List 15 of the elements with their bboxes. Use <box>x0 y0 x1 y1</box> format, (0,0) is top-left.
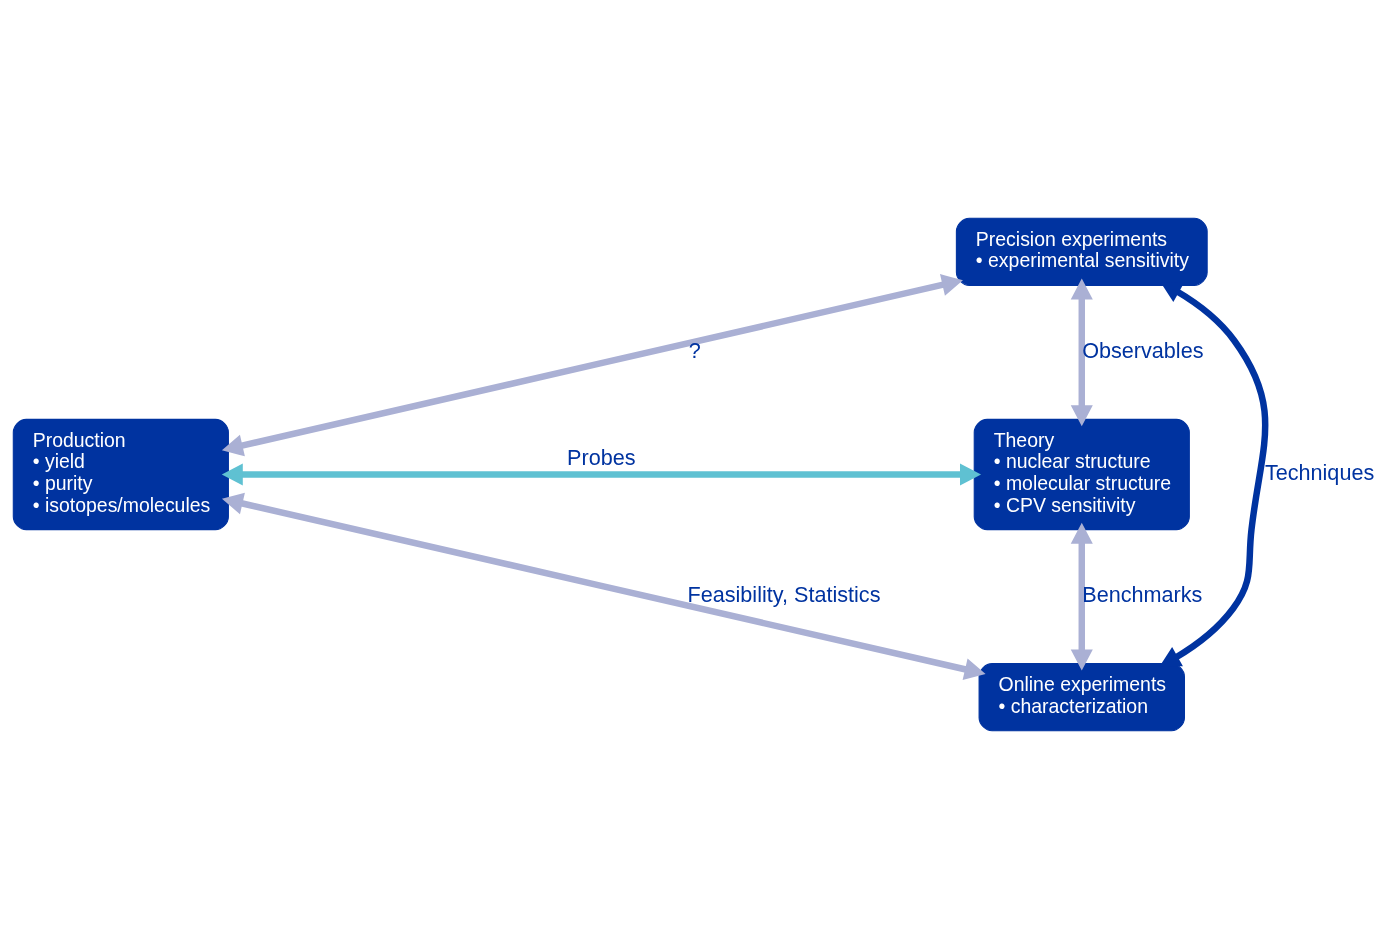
arrow <box>1070 278 1093 427</box>
arrow <box>1070 522 1093 671</box>
edge-label: Techniques <box>1264 459 1375 485</box>
node-box: Online experiments • characterization <box>978 663 1185 732</box>
node-box: Precision experiments • experimental sensitivity <box>955 217 1208 286</box>
edge-label: Probes <box>567 444 636 470</box>
arrow <box>221 463 982 486</box>
edge-label: ? <box>688 337 701 363</box>
edge-label: Feasibility, Statistics <box>687 582 881 608</box>
arrow <box>221 274 963 457</box>
node-box: Production • yield • purity • isotopes/molecules <box>12 418 229 531</box>
arrow <box>221 492 986 681</box>
edge-label: Benchmarks <box>1082 582 1203 608</box>
edge-label: Observables <box>1082 337 1204 363</box>
node-box: Theory • nuclear structure • molecular structure • CPV sensitivity <box>973 418 1190 531</box>
